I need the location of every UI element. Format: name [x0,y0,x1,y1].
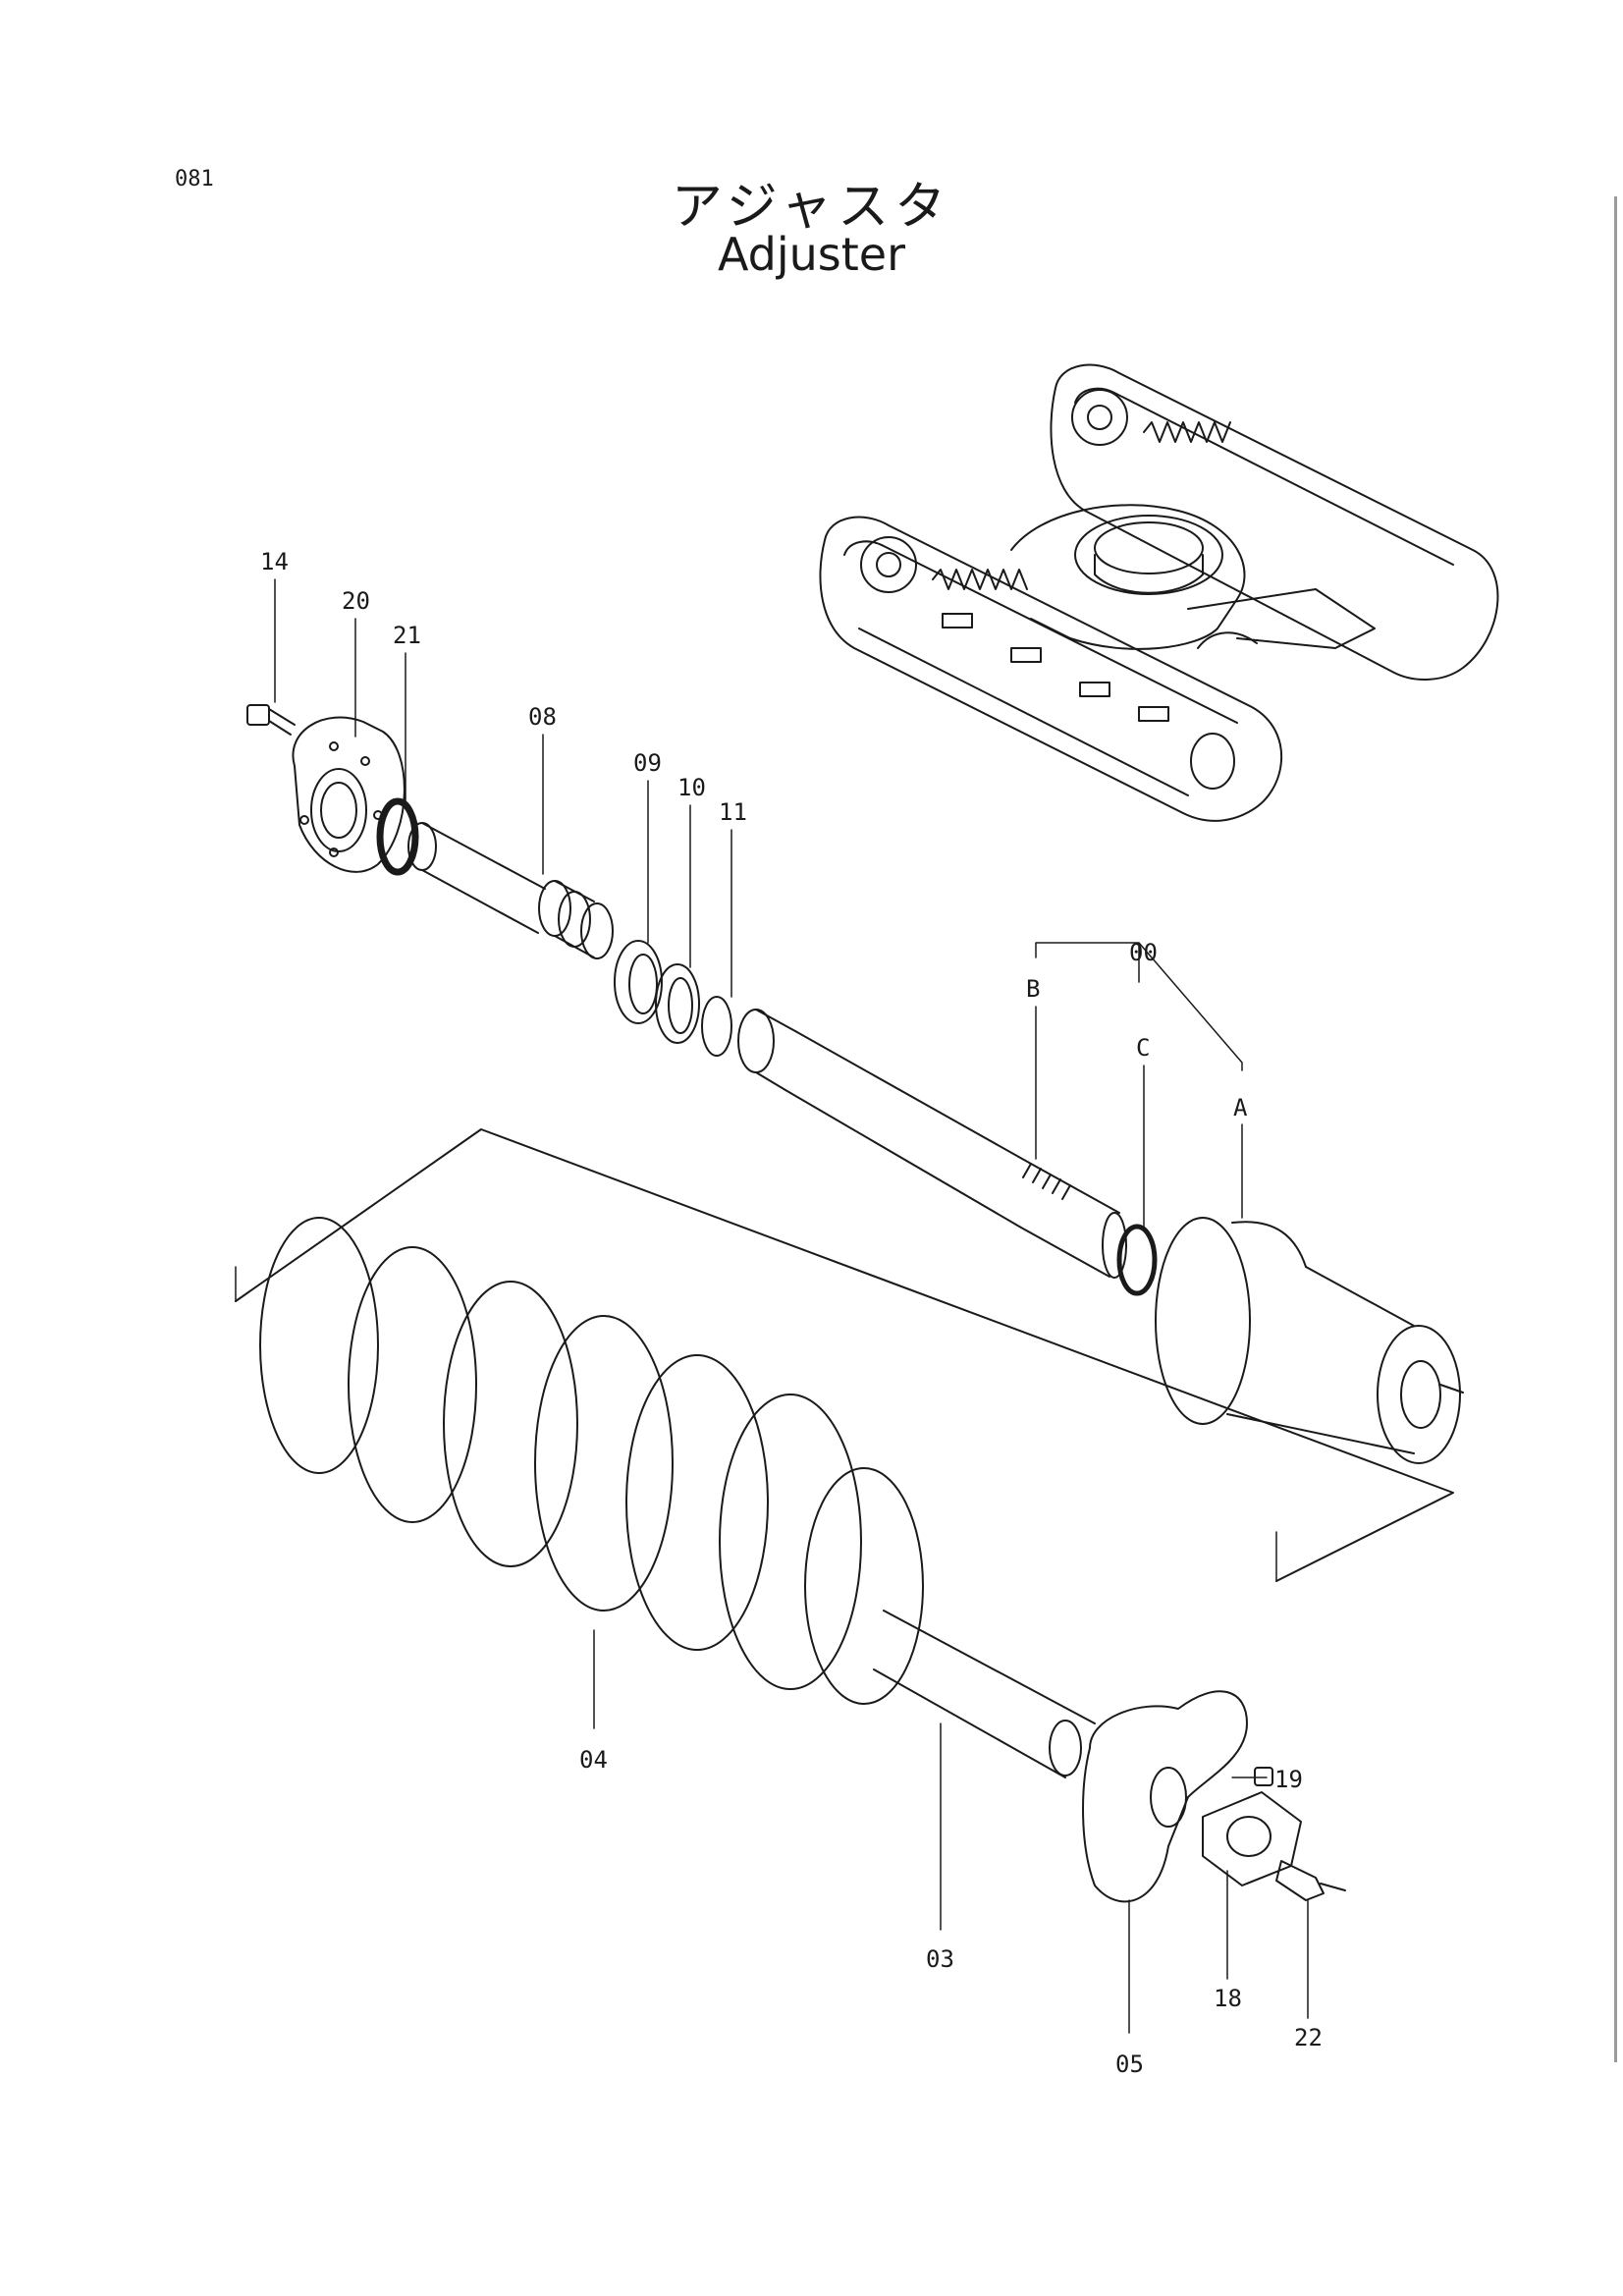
label-00: 00 [1129,939,1158,966]
part-18-nut [1202,1791,1302,1886]
label-10: 10 [677,774,706,801]
label-21: 21 [393,622,421,649]
leader-bracket-00 [1035,942,1243,1229]
leader-lines [274,578,1309,2034]
page-number: 081 [175,167,214,191]
label-09: 09 [633,749,662,777]
label-A: A [1233,1094,1248,1121]
label-18: 18 [1214,1985,1242,2012]
label-04: 04 [579,1746,608,1774]
part-03-rod [873,1610,1096,1778]
part-20-flange-cover [292,716,406,873]
label-20: 20 [342,587,370,615]
part-04-spring [235,1128,1454,1705]
label-19: 19 [1274,1766,1303,1793]
label-B: B [1026,975,1040,1003]
part-11-ring [701,996,732,1057]
part-05-yoke [1082,1690,1248,1903]
part-08-rod [407,822,614,959]
scan-edge [1614,196,1617,2062]
undercarriage-overview [819,363,1499,822]
title-english: Adjuster [717,228,905,281]
label-11: 11 [719,798,747,826]
label-22: 22 [1294,2024,1323,2051]
label-08: 08 [528,703,557,731]
part-21-o-ring [376,797,419,876]
part-10-seal [655,963,700,1044]
part-14-bolt [246,704,296,736]
part-00-cylinder-assembly [737,1009,1464,1464]
label-14: 14 [260,548,289,575]
part-09-seal [614,940,663,1024]
label-05: 05 [1115,2050,1144,2078]
label-03: 03 [926,1945,954,1973]
part-19-plug [1254,1767,1273,1786]
title-japanese: アジャスタ [671,178,952,237]
part-22-grease-fitting [1275,1860,1346,1901]
label-C: C [1136,1034,1150,1062]
